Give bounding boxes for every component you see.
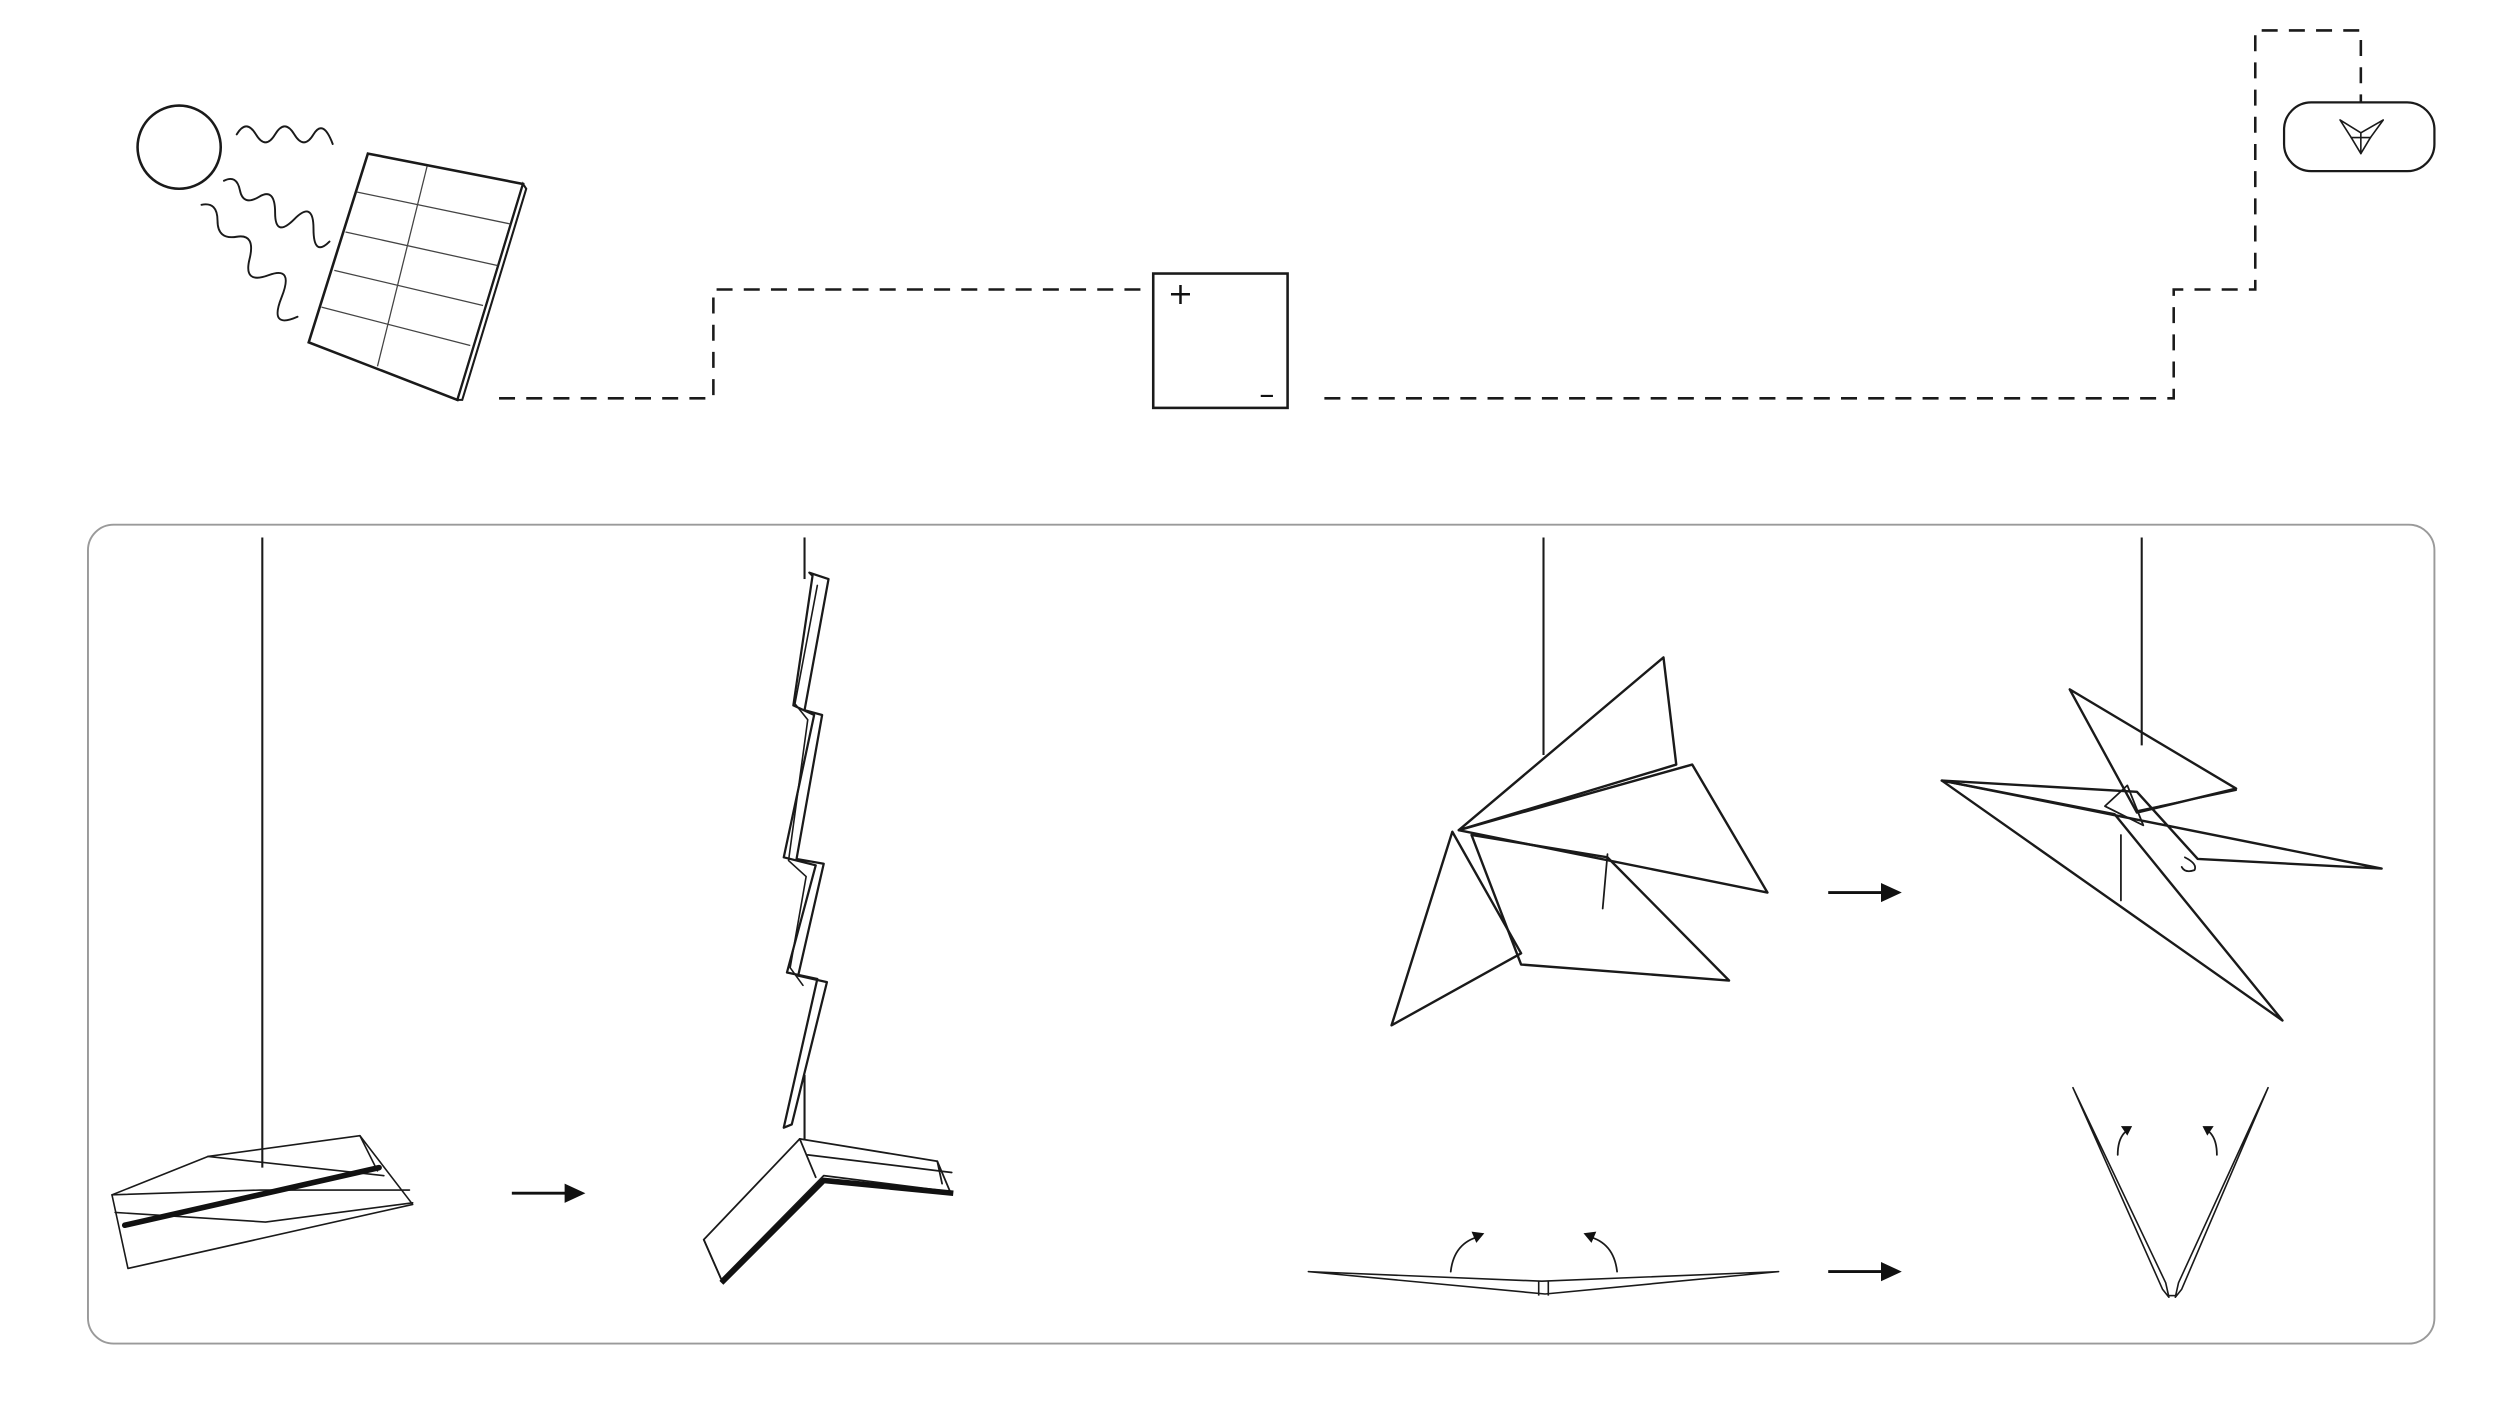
wire [499,29,2363,400]
arrow-icon [1828,882,1902,903]
hanging-string [261,537,2143,1168]
butterfly-open-view [1940,688,2383,1022]
flat-strip-module [111,1134,414,1270]
battery-icon: + – [1151,272,1289,413]
butterfly-side-view [1390,656,1769,1027]
arrow-icon [511,1183,586,1203]
folding-sequence-panel [87,523,2436,1345]
wings-raised-front-view [2072,1086,2269,1299]
arrow-icon [1828,1262,1902,1282]
wings-flat-front-view [1307,1231,1780,1296]
solar-panel-icon [307,152,528,402]
battery-positive-symbol: + [1168,277,1193,312]
battery-negative-symbol: – [1259,378,1274,413]
sun-icon [136,104,334,322]
folded-strip-module [702,571,954,1285]
origami-module-icon [2282,101,2436,173]
